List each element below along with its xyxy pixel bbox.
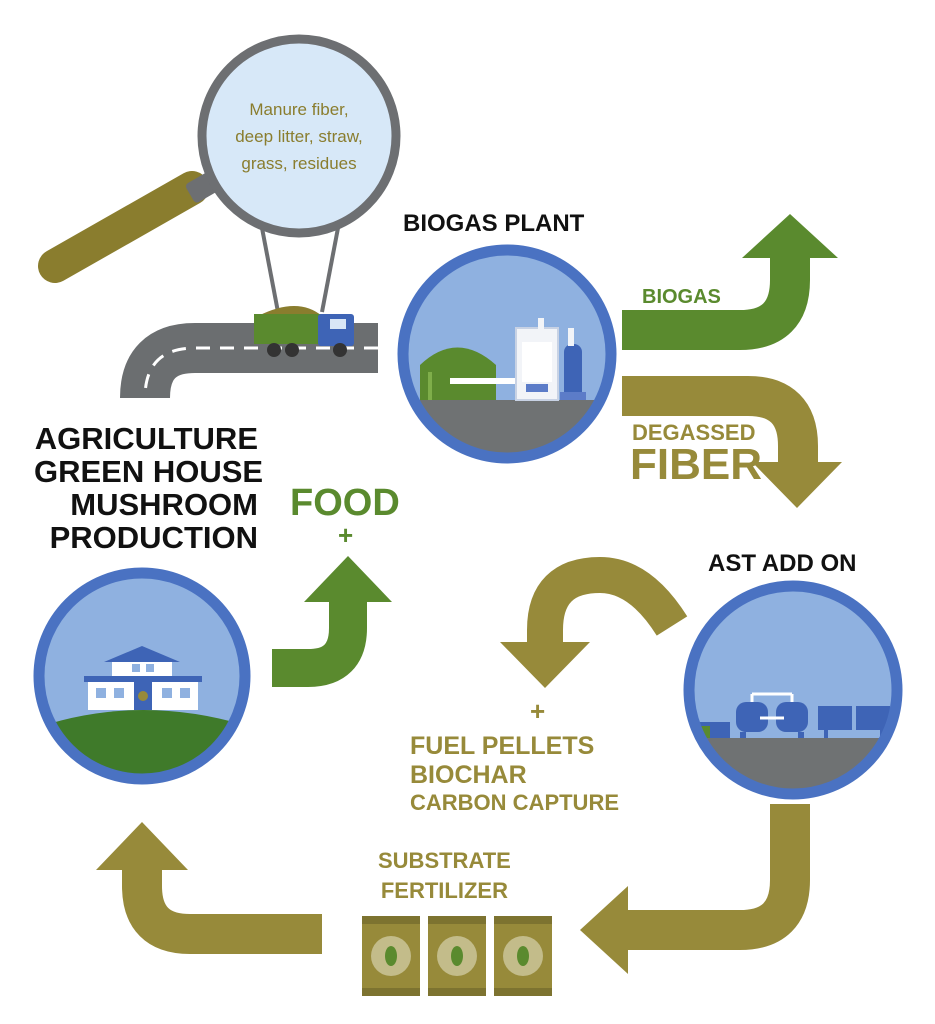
magnifier-line-1: Manure fiber,	[249, 100, 349, 119]
fertilizer-bag-icon	[428, 916, 486, 996]
road	[120, 323, 378, 400]
fertilizer-bags	[362, 916, 552, 996]
magnifier-line-2: deep litter, straw,	[235, 127, 363, 146]
biogas-digester-icon	[420, 318, 586, 401]
magnifying-glass-icon	[38, 34, 401, 313]
substrate-line-1: SUBSTRATE	[378, 848, 511, 873]
agriculture-line-2: GREEN HOUSE	[34, 454, 264, 489]
fertilizer-bag-icon	[494, 916, 552, 996]
return-arrow-to-bags	[580, 804, 810, 974]
biogas-plant-circle	[397, 244, 617, 464]
magnifier-text: Manure fiber, deep litter, straw, grass,…	[214, 96, 384, 177]
biogas-output-arrow	[622, 214, 838, 350]
substrate-label: SUBSTRATE FERTILIZER	[378, 846, 511, 906]
ast-product-3: CARBON CAPTURE	[410, 790, 619, 815]
ast-product-2: BIOCHAR	[410, 761, 527, 789]
dump-truck-icon	[254, 306, 354, 357]
ast-products-plus: +	[530, 696, 546, 726]
ast-products: FUEL PELLETS BIOCHAR CARBON CAPTURE	[410, 732, 619, 816]
degassed-label: DEGASSED	[632, 420, 756, 445]
biogas-output-label: BIOGAS	[642, 286, 721, 308]
agriculture-line-3: MUSHROOM	[70, 487, 258, 522]
degassed-fiber-arrow	[622, 376, 842, 508]
food-plus: +	[338, 520, 354, 550]
ast-products-arrow	[500, 556, 688, 688]
agriculture-label: AGRICULTURE GREEN HOUSE MUSHROOM PRODUCT…	[34, 421, 264, 555]
fertilizer-bag-icon	[362, 916, 420, 996]
agriculture-circle	[33, 567, 251, 785]
bags-to-agriculture-arrow	[96, 822, 322, 954]
greenhouse-building-icon	[84, 646, 202, 710]
ast-product-1: FUEL PELLETS	[410, 732, 595, 760]
ast-title: AST ADD ON	[708, 550, 857, 577]
food-label: FOOD	[290, 482, 400, 524]
agriculture-line-1: AGRICULTURE	[34, 421, 258, 456]
substrate-line-2: FERTILIZER	[380, 878, 508, 903]
magnifier-line-3: grass, residues	[241, 154, 357, 173]
biogas-plant-title: BIOGAS PLANT	[403, 210, 585, 237]
food-arrow	[272, 556, 392, 687]
ast-tanks-icon	[690, 692, 890, 738]
ast-circle	[683, 580, 903, 800]
agriculture-line-4: PRODUCTION	[49, 520, 258, 555]
fiber-label: FIBER	[630, 440, 762, 489]
